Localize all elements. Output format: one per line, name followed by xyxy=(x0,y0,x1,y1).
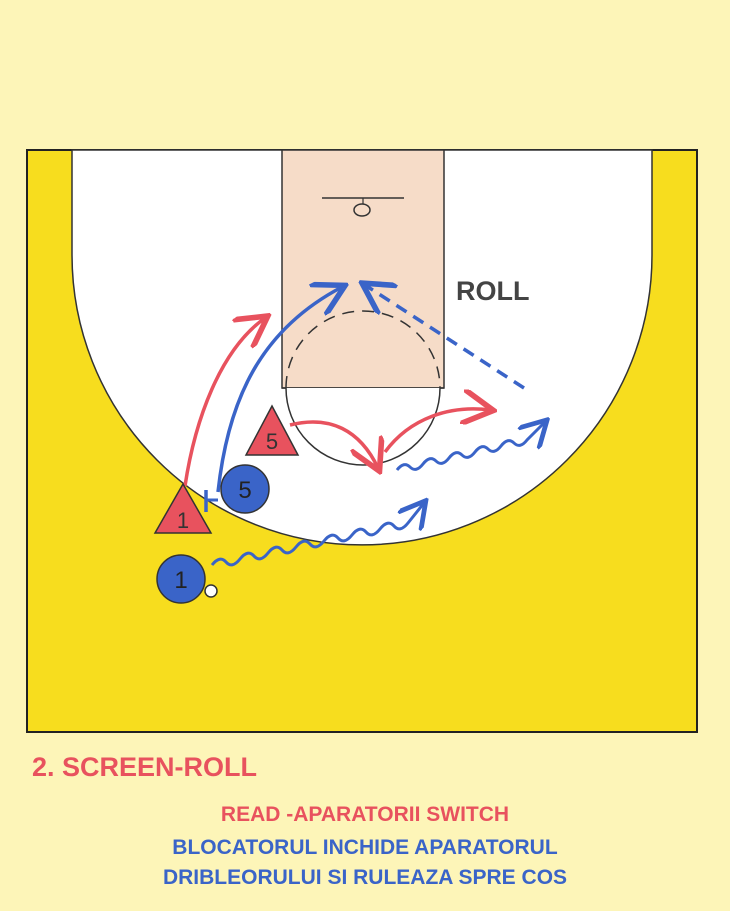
defender-5-switch-path xyxy=(289,420,378,468)
svg-text:5: 5 xyxy=(266,429,278,454)
dribble-path-1 xyxy=(210,503,424,567)
defender-5-marker: 5 xyxy=(244,404,300,456)
caption-line-3: DRIBLEORULUI SI RULEAZA SPRE COS xyxy=(162,866,568,889)
defender-1-marker: 1 xyxy=(153,482,213,534)
diagram-title: 2. SCREEN-ROLL xyxy=(32,752,258,782)
svg-text:1: 1 xyxy=(174,567,187,594)
caption-line-2: BLOCATORUL INCHIDE APARATORUL xyxy=(172,836,558,859)
defender-1-path xyxy=(183,318,265,487)
caption-line-1: READ -APARATORII SWITCH xyxy=(220,803,510,826)
ball-icon xyxy=(204,584,218,598)
pass-line-dashed xyxy=(365,285,525,390)
defender-5-follow-path xyxy=(383,409,490,454)
svg-text:1: 1 xyxy=(177,508,189,533)
offense-5-marker: 5 xyxy=(220,464,270,514)
svg-text:5: 5 xyxy=(238,477,251,504)
offense-5-roll-path xyxy=(216,287,342,493)
paint-key xyxy=(281,149,445,389)
dribble-path-2 xyxy=(395,422,545,471)
basket-rim xyxy=(353,203,371,217)
roll-label: ROLL xyxy=(456,276,530,306)
offense-1-marker: 1 xyxy=(156,554,206,604)
